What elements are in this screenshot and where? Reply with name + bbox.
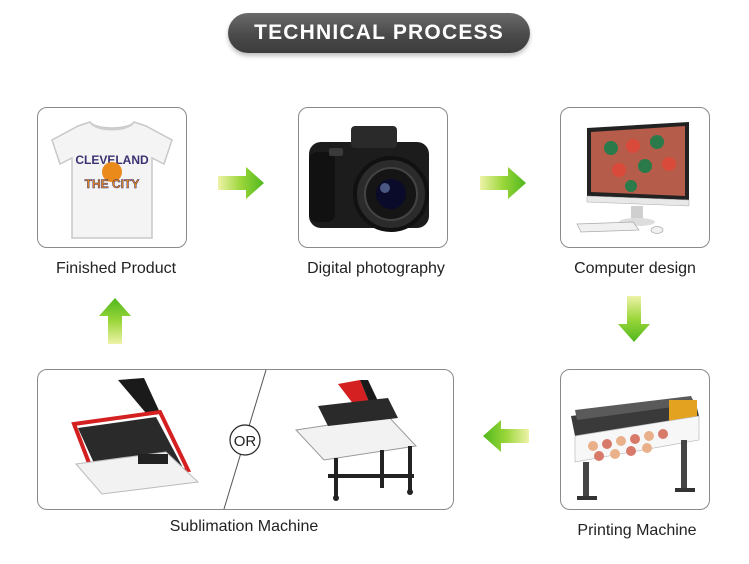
computer-design-label: Computer design — [574, 260, 696, 277]
sublimation-machine-label: Sublimation Machine — [169, 518, 319, 535]
heat-press-icon: OR — [71, 370, 418, 509]
tshirt-icon: CLEVELAND THE CITY — [51, 121, 173, 239]
sublimation-machine-card: OR — [37, 369, 454, 510]
arrow-down-icon — [618, 296, 650, 342]
arrow-left-icon — [483, 420, 529, 452]
printing-machine-card — [560, 369, 710, 510]
computer-icon — [576, 122, 690, 234]
digital-photography-card — [298, 107, 448, 248]
process-title: TECHNICAL PROCESS — [254, 21, 504, 44]
digital-photography-label: Digital photography — [307, 260, 445, 277]
or-text: OR — [234, 433, 257, 450]
printing-machine-label: Printing Machine — [577, 522, 697, 539]
shirt-text-bottom: THE CITY — [85, 177, 140, 191]
camera-icon — [309, 126, 429, 232]
printer-icon — [571, 396, 700, 500]
computer-design-card — [560, 107, 710, 248]
arrow-right-icon — [218, 167, 264, 199]
finished-product-card: CLEVELAND THE CITY — [37, 107, 187, 248]
arrow-right-icon — [480, 167, 526, 199]
process-title-banner: TECHNICAL PROCESS — [228, 13, 530, 53]
arrow-up-icon — [99, 298, 131, 344]
finished-product-label: Finished Product — [55, 260, 177, 277]
shirt-text-top: CLEVELAND — [75, 153, 149, 167]
